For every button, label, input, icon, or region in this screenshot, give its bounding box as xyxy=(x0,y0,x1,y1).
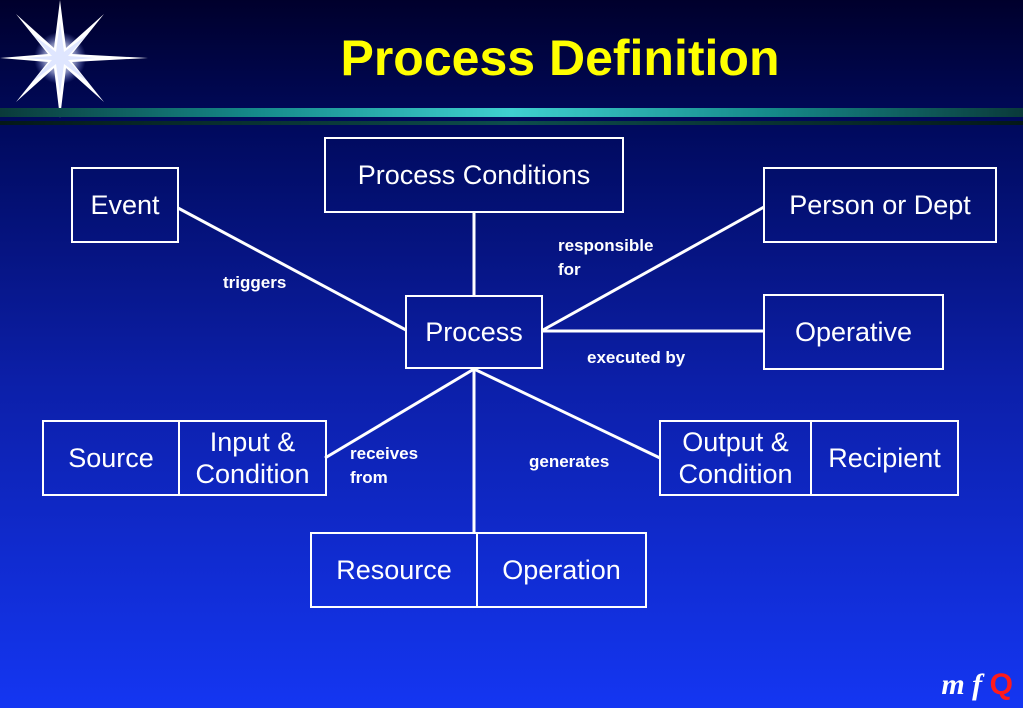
title-divider-shadow xyxy=(0,121,1023,125)
node-event: Event xyxy=(71,167,179,243)
node-recipient: Recipient xyxy=(810,422,957,494)
node-operation: Operation xyxy=(476,534,645,606)
link-event-triggers xyxy=(177,206,407,332)
node-person-or-dept: Person or Dept xyxy=(763,167,997,243)
label-triggers: triggers xyxy=(223,273,287,292)
title-divider xyxy=(0,108,1023,117)
node-operation-label: Operation xyxy=(502,555,621,585)
node-input-condition: Input & Condition xyxy=(178,422,325,494)
node-output-recipient: Output & Condition Recipient xyxy=(659,420,959,496)
node-output-condition: Output & Condition xyxy=(661,422,810,494)
node-process-conditions-label: Process Conditions xyxy=(357,160,591,190)
node-resource-operation: Resource Operation xyxy=(310,532,647,608)
logo-q: Q xyxy=(989,668,1013,701)
label-responsible-for: responsible for xyxy=(558,236,654,279)
logo-m: m xyxy=(941,668,965,701)
node-person-label: Person or Dept xyxy=(789,190,971,220)
logo-f: f xyxy=(972,668,983,701)
label-generates: generates xyxy=(529,452,610,471)
node-process: Process xyxy=(405,295,543,369)
node-resource: Resource xyxy=(312,534,476,606)
node-process-conditions: Process Conditions xyxy=(324,137,624,213)
node-source-label: Source xyxy=(68,443,154,473)
starburst-icon xyxy=(0,0,148,118)
link-output-generates xyxy=(473,367,661,460)
slide-title: Process Definition xyxy=(340,30,780,86)
node-output-label: Output & Condition xyxy=(678,427,793,489)
node-input-label: Input & Condition xyxy=(195,427,310,489)
node-operative-label: Operative xyxy=(794,317,913,347)
node-recipient-label: Recipient xyxy=(828,443,941,473)
node-event-label: Event xyxy=(90,190,160,220)
label-receives-from: receives from xyxy=(350,444,419,487)
mfq-logo: m f Q xyxy=(941,668,1013,702)
node-source-input: Source Input & Condition xyxy=(42,420,327,496)
node-resource-label: Resource xyxy=(336,555,452,585)
link-person-responsible xyxy=(542,205,765,332)
link-input-receives xyxy=(324,367,475,460)
label-executed-by: executed by xyxy=(587,348,686,367)
node-process-label: Process xyxy=(425,317,523,347)
node-operative: Operative xyxy=(763,294,944,370)
node-source: Source xyxy=(44,422,178,494)
